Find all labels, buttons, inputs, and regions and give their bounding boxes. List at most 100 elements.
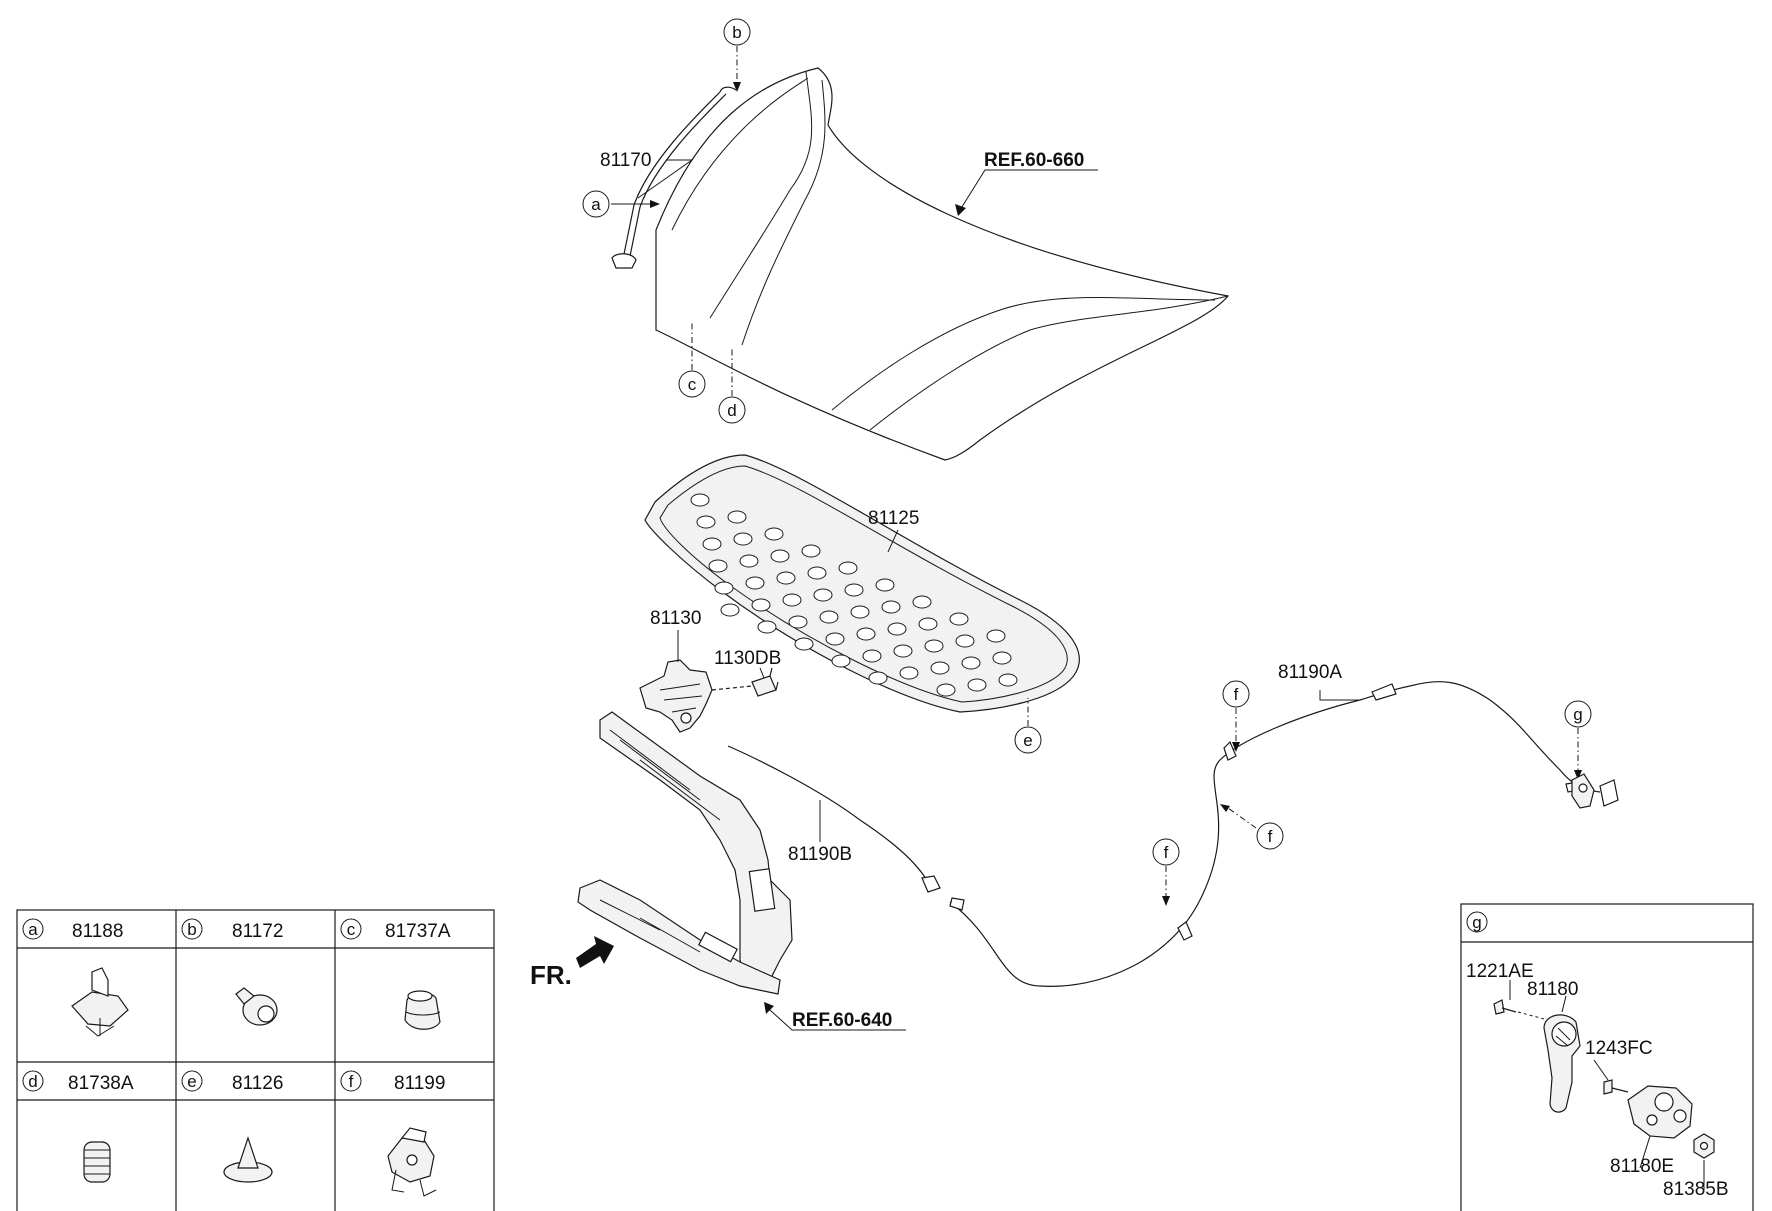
legend-cell-f: f 81199 — [340, 1070, 445, 1094]
insulator-hole — [776, 571, 796, 585]
label-81180e: 81180E — [1610, 1156, 1674, 1177]
insulator-hole — [727, 510, 747, 524]
hood-release-cable-81190b — [727, 745, 941, 893]
insulator-hole — [955, 634, 975, 648]
insulator-hole — [819, 610, 839, 624]
bracket-nut — [1693, 1133, 1715, 1159]
insulator-hole — [887, 622, 907, 636]
latch-bolt — [751, 667, 779, 697]
label-81170: 81170 — [600, 150, 651, 171]
hood-latch — [639, 659, 753, 733]
svg-text:81737A: 81737A — [385, 921, 451, 942]
insulator-hole — [967, 678, 987, 692]
part-81199-cable-clip — [387, 1127, 437, 1197]
label-ref-60-660: REF.60-660 — [984, 150, 1084, 171]
insulator-hole — [850, 605, 870, 619]
callout-c: c — [678, 370, 706, 398]
label-81125: 81125 — [868, 508, 919, 529]
insulator-hole — [696, 515, 716, 529]
svg-text:81126: 81126 — [232, 1073, 283, 1094]
cable-clips — [1177, 740, 1237, 941]
insulator-hole — [782, 593, 802, 607]
svg-text:b: b — [732, 23, 741, 42]
insulator-hole — [862, 649, 882, 663]
label-81190b: 81190B — [788, 844, 852, 865]
insulator-hole — [764, 527, 784, 541]
insulator-hole — [733, 532, 753, 546]
callout-b: b — [723, 18, 751, 46]
insulator-hole — [961, 656, 981, 670]
insulator-hole — [801, 544, 821, 558]
insulator-hole — [868, 671, 888, 685]
hood-insulator — [644, 454, 1080, 713]
label-81190a: 81190A — [1278, 662, 1342, 683]
label-front-direction: FR. — [530, 960, 572, 990]
legend-cell-b: b 81172 — [181, 918, 283, 942]
legend-cell-c: c 81737A — [340, 918, 451, 942]
insulator-hole — [770, 549, 790, 563]
front-direction-arrow — [576, 936, 614, 968]
legend-cell-a: a 81188 — [22, 918, 123, 942]
insulator-hole — [875, 578, 895, 592]
release-handle-bolt — [1493, 999, 1549, 1021]
svg-text:81199: 81199 — [394, 1073, 445, 1094]
front-panel — [577, 711, 793, 995]
svg-text:d: d — [28, 1072, 37, 1091]
leader-lines — [611, 46, 1582, 1031]
callout-g: g — [1564, 700, 1592, 728]
insulator-hole — [881, 600, 901, 614]
svg-text:81172: 81172 — [232, 921, 283, 942]
insulator-hole — [708, 559, 728, 573]
label-ref-60-640: REF.60-640 — [792, 1010, 892, 1031]
release-handle-assembly — [1571, 773, 1595, 809]
label-81385b: 81385B — [1663, 1179, 1729, 1200]
part-81737a-bumper — [404, 990, 441, 1030]
insulator-hole — [702, 537, 722, 551]
insulator-hole — [813, 588, 833, 602]
callout-f2: f — [1256, 822, 1284, 850]
insulator-hole — [825, 632, 845, 646]
insulator-hole — [807, 566, 827, 580]
insulator-hole — [844, 583, 864, 597]
handle-bracket — [1627, 1085, 1693, 1139]
detail-g-letter: g — [1472, 913, 1481, 932]
part-81126-pin — [223, 1136, 273, 1183]
insulator-hole — [893, 644, 913, 658]
detail-g-box: g — [1460, 903, 1754, 1211]
svg-text:b: b — [187, 920, 196, 939]
legend-cell-e: e 81126 — [181, 1070, 283, 1094]
label-1243fc: 1243FC — [1585, 1038, 1653, 1059]
svg-text:f: f — [1234, 685, 1239, 704]
insulator-hole — [856, 627, 876, 641]
svg-text:f: f — [1268, 827, 1273, 846]
label-81180: 81180 — [1527, 979, 1578, 1000]
insulator-hole — [757, 620, 777, 634]
insulator-hole — [739, 554, 759, 568]
insulator-hole — [714, 581, 734, 595]
svg-text:e: e — [1023, 731, 1032, 750]
insulator-hole — [751, 598, 771, 612]
insulator-hole — [936, 683, 956, 697]
insulator-hole — [986, 629, 1006, 643]
svg-text:c: c — [688, 375, 697, 394]
part-81172-grommet — [235, 987, 278, 1026]
insulator-hole — [794, 637, 814, 651]
legend-cell-d: d 81738A — [22, 1070, 134, 1094]
svg-text:d: d — [727, 401, 736, 420]
hood-stay-rod — [611, 86, 737, 269]
release-handle — [1543, 1014, 1581, 1113]
label-1221ae: 1221AE — [1466, 961, 1534, 982]
callout-f3: f — [1152, 838, 1180, 866]
label-81130: 81130 — [650, 608, 701, 629]
callout-e: e — [1014, 726, 1042, 754]
insulator-hole — [720, 603, 740, 617]
insulator-hole — [998, 673, 1018, 687]
legend-table: a 81188 b 81172 c 81737A d 81738A e 8112… — [16, 909, 495, 1211]
svg-text:g: g — [1573, 705, 1582, 724]
callout-a: a — [582, 190, 610, 218]
svg-text:f: f — [1164, 843, 1169, 862]
insulator-hole — [788, 615, 808, 629]
insulator-hole — [992, 651, 1012, 665]
svg-text:81188: 81188 — [72, 921, 123, 942]
